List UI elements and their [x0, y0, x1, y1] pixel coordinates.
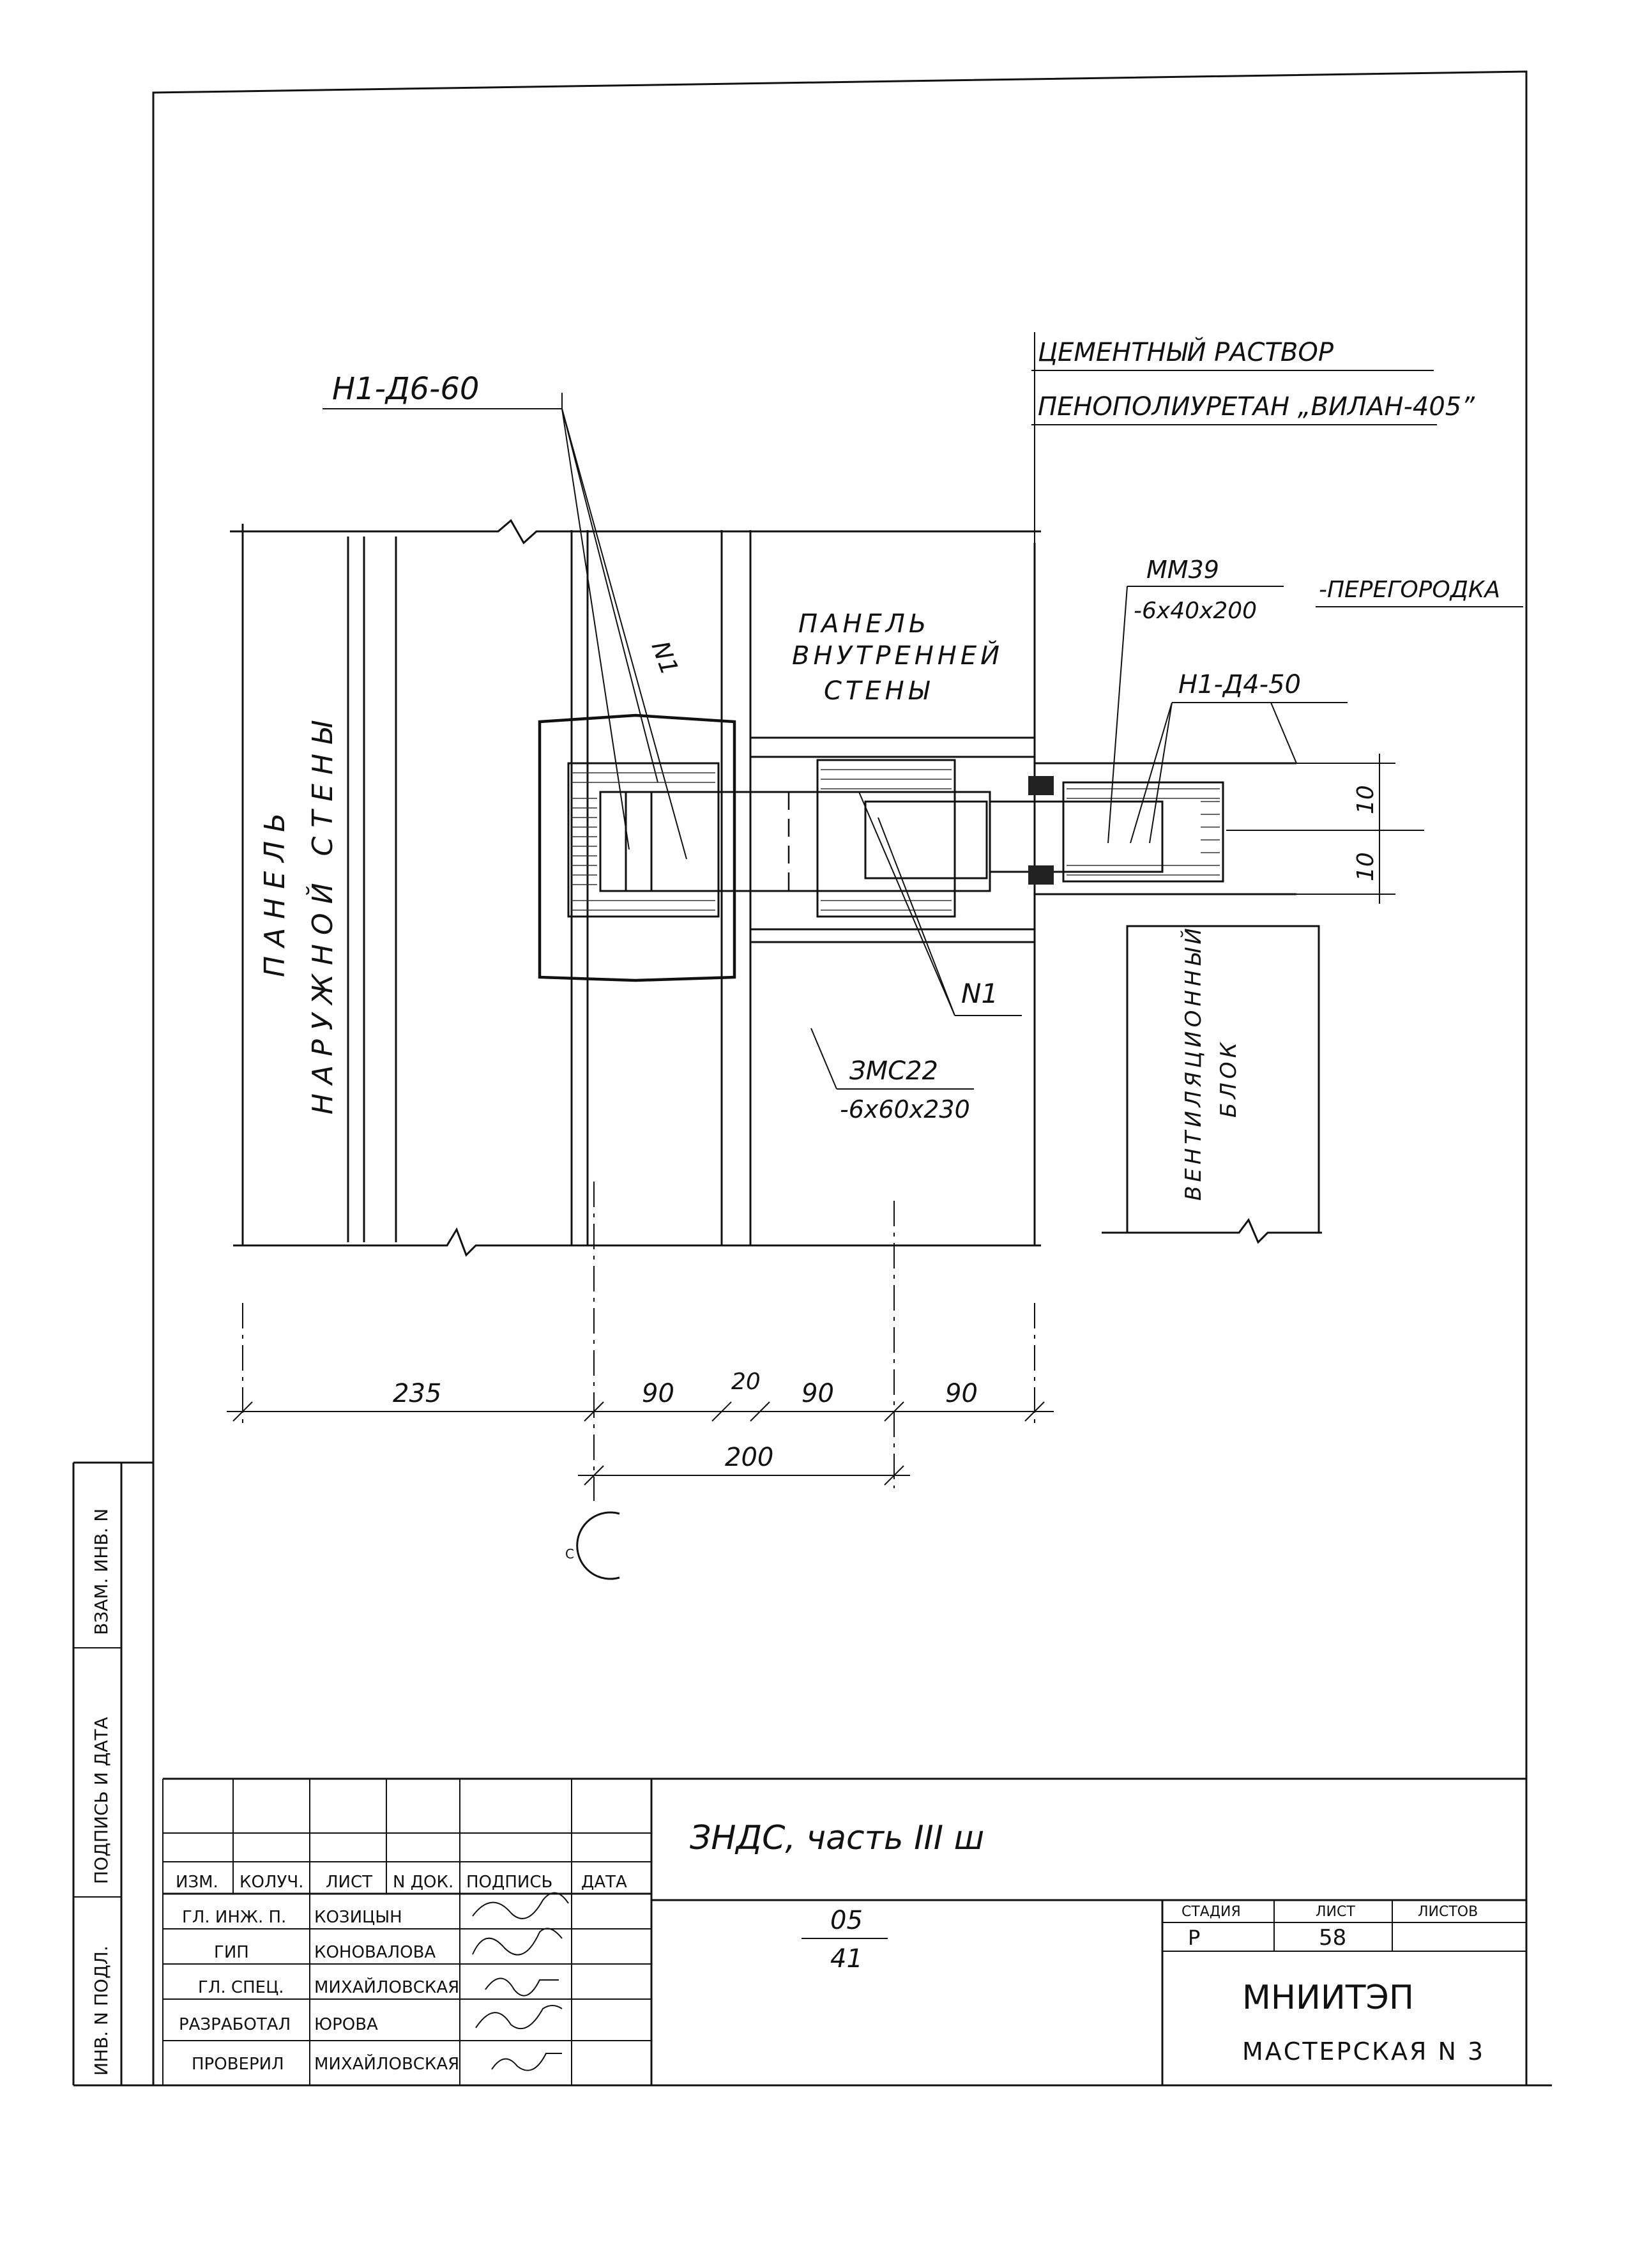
mm39-size-label: -6x40x200: [1134, 598, 1257, 624]
dim-90a: 90: [642, 1379, 674, 1408]
partition-label: -ПЕРЕГОРОДКА: [1319, 577, 1500, 603]
signature-headers: ИЗМ. КОЛУЧ. ЛИСТ N ДОК. ПОДПИСЬ ДАТА: [176, 1873, 627, 1892]
header-list: ЛИСТ: [326, 1873, 372, 1892]
signature-rows: ГЛ. ИНЖ. П. КОЗИЦЫН ГИП КОНОВАЛОВА ГЛ. С…: [179, 1908, 459, 2074]
dimension-chain: 235 90 20 90 90 200 С: [227, 1182, 1054, 1580]
partition-joint: Н1-Д4-50 10 10: [989, 670, 1424, 904]
role-3: ГЛ. СПЕЦ.: [198, 1978, 284, 1997]
side-stamp-vzam-inv: ВЗАМ. ИНВ. N: [91, 1509, 112, 1635]
plate-zms22: [625, 791, 991, 894]
stage-header: СТАДИЯ: [1182, 1904, 1241, 1920]
cement-label: ЦЕМЕНТНЫЙ РАСТВОР: [1038, 337, 1334, 367]
dim-200: 200: [725, 1443, 773, 1472]
vent-block-label-2: БЛОК: [1216, 1039, 1242, 1118]
role-2: ГИП: [214, 1943, 249, 1962]
foam-label: ПЕНОПОЛИУРЕТАН „ВИЛАН-405”: [1038, 392, 1475, 422]
header-izm: ИЗМ.: [176, 1873, 218, 1892]
dim-235: 235: [393, 1379, 441, 1408]
zms22-size-label: -6x60x230: [840, 1095, 970, 1123]
signature-grid: [162, 1779, 651, 2085]
dim-20: 20: [731, 1369, 761, 1395]
inner-wall-label-2: ВНУТРЕННЕЙ: [792, 640, 1003, 671]
org-name: МНИИТЭП: [1242, 1979, 1414, 2017]
top-annotations: ЦЕМЕНТНЫЙ РАСТВОР ПЕНОПОЛИУРЕТАН „ВИЛАН-…: [323, 332, 1475, 860]
outer-wall-label-2: НАРУЖНОЙ СТЕНЫ: [305, 713, 339, 1115]
n1-label-b: N1: [961, 978, 998, 1009]
zms22-label: ЗМС22: [849, 1056, 938, 1086]
workshop-name: МАСТЕРСКАЯ N 3: [1242, 2037, 1485, 2066]
name-5: МИХАЙЛОВСКАЯ: [314, 2053, 459, 2074]
n1-label-a: N1: [646, 637, 684, 678]
vent-block-label-1: ВЕНТИЛЯЦИОННЫЙ: [1180, 924, 1206, 1201]
header-data: ДАТА: [581, 1873, 627, 1892]
axis-label: С: [565, 1546, 574, 1562]
sheets-header: ЛИСТОВ: [1418, 1904, 1478, 1920]
dim-90c: 90: [945, 1379, 978, 1408]
n1-d6-60-label: Н1-Д6-60: [332, 371, 479, 407]
name-2: КОНОВАЛОВА: [314, 1943, 436, 1962]
side-stamp-inv-podl: ИНВ. N ПОДЛ.: [91, 1945, 112, 2076]
n1-callouts: N1 N1 ЗМС22 -6x60x230: [646, 637, 1022, 1123]
stage-value: Р: [1188, 1926, 1200, 1950]
fraction-bottom: 41: [830, 1944, 863, 1974]
joint-outer: [538, 713, 736, 982]
dim-90b: 90: [802, 1379, 834, 1408]
outer-wall-label-1: ПАНЕЛЬ: [259, 804, 291, 977]
name-3: МИХАЙЛОВСКАЯ: [314, 1977, 459, 1997]
sheet-value: 58: [1319, 1925, 1346, 1951]
header-ndok: N ДОК.: [393, 1873, 453, 1892]
side-stamp-podpis-data: ПОДПИСЬ И ДАТА: [91, 1717, 112, 1884]
n1-d4-50-label: Н1-Д4-50: [1178, 670, 1301, 699]
title-block: ЗНДС, часть III ш 05 41 СТАДИЯ ЛИСТ ЛИСТ…: [162, 1777, 1526, 2085]
vent-block: ВЕНТИЛЯЦИОННЫЙ БЛОК: [1102, 924, 1322, 1244]
name-4: ЮРОВА: [314, 2015, 378, 2034]
role-1: ГЛ. ИНЖ. П.: [182, 1908, 286, 1927]
side-stamp: ВЗАМ. ИНВ. N ПОДПИСЬ И ДАТА ИНВ. N ПОДЛ.: [73, 1461, 123, 2085]
fraction-top: 05: [830, 1906, 863, 1935]
mm39-callout: ММ39 -6x40x200 -ПЕРЕГОРОДКА: [1107, 556, 1523, 844]
header-koluch: КОЛУЧ.: [239, 1873, 303, 1892]
mm39-label: ММ39: [1146, 556, 1219, 584]
inner-wall-label-1: ПАНЕЛЬ: [798, 609, 930, 639]
sheet-header: ЛИСТ: [1316, 1904, 1355, 1920]
dim-10b: 10: [1353, 852, 1379, 881]
sheet-frame: [72, 70, 1552, 2087]
name-1: КОЗИЦЫН: [314, 1908, 402, 1927]
signature-scribbles: [472, 1892, 569, 2071]
dim-10a: 10: [1353, 785, 1379, 814]
outer-wall-panel: ПАНЕЛЬ НАРУЖНОЙ СТЕНЫ: [230, 519, 1041, 1257]
inner-wall-panel: ПАНЕЛЬ ВНУТРЕННЕЙ СТЕНЫ: [720, 530, 1036, 1245]
role-5: ПРОВЕРИЛ: [192, 2055, 284, 2074]
header-podpis: ПОДПИСЬ: [466, 1873, 552, 1892]
inner-wall-label-3: СТЕНЫ: [824, 676, 932, 706]
role-4: РАЗРАБОТАЛ: [179, 2015, 291, 2034]
title-block-title: ЗНДС, часть III ш: [690, 1819, 984, 1857]
